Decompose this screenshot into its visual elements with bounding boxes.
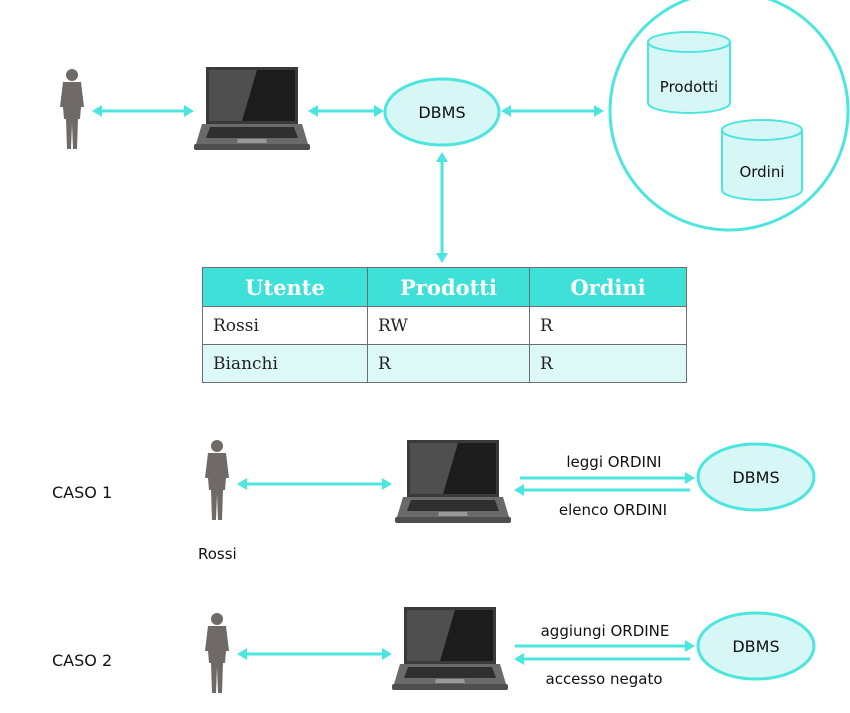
table-row: Rossi RW R	[202, 306, 687, 345]
arrowhead-icon	[501, 105, 511, 117]
dbms-node	[696, 442, 816, 512]
table-row: Bianchi R R	[202, 344, 687, 383]
database-icon	[721, 119, 803, 201]
request-label: aggiungi ORDINE	[541, 622, 670, 640]
case-label: CASO 2	[52, 651, 112, 670]
arrowhead-icon	[382, 478, 392, 490]
column-header: Ordini	[529, 267, 687, 307]
response-label: accesso negato	[546, 670, 663, 688]
column-header: Utente	[202, 267, 368, 307]
person-icon	[205, 613, 229, 693]
arrowhead-icon	[374, 105, 384, 117]
table-cell: R	[529, 306, 687, 345]
table-header-row: Utente Prodotti Ordini	[202, 267, 687, 307]
case-1: CASO 1 Rossi leggi ORDINI elenco ORDINI …	[52, 440, 816, 563]
case-label: CASO 1	[52, 483, 112, 502]
arrowhead-icon	[92, 105, 102, 117]
database-icon	[647, 31, 731, 114]
database-label-prodotti: Prodotti	[660, 78, 718, 96]
dbms-label: DBMS	[732, 637, 779, 656]
arrowhead-icon	[594, 105, 604, 117]
laptop-icon	[395, 440, 511, 523]
table-cell: RW	[367, 306, 530, 345]
case-2: CASO 2 aggiungi ORDINE accesso negato DB…	[52, 607, 816, 693]
arrowhead-icon	[436, 253, 448, 263]
dbms-node	[696, 611, 816, 681]
arrowhead-icon	[436, 152, 448, 162]
user-name: Rossi	[198, 545, 237, 563]
arrowhead-icon	[685, 472, 695, 484]
arrowhead-icon	[308, 105, 318, 117]
person-icon	[60, 69, 84, 149]
arrowhead-icon	[685, 640, 695, 652]
arrowhead-icon	[514, 653, 524, 665]
column-header: Prodotti	[367, 267, 530, 307]
database-label-ordini: Ordini	[739, 163, 784, 181]
dbms-label: DBMS	[732, 468, 779, 487]
arrowhead-icon	[514, 484, 524, 496]
permissions-table: Utente Prodotti Ordini Rossi RW R Bianch…	[202, 267, 687, 383]
request-label: leggi ORDINI	[566, 453, 661, 471]
table-cell: Bianchi	[202, 344, 368, 383]
arrowhead-icon	[237, 478, 247, 490]
table-cell: Rossi	[202, 306, 368, 345]
laptop-icon	[392, 607, 508, 690]
dbms-label: DBMS	[418, 103, 465, 122]
response-label: elenco ORDINI	[559, 501, 667, 519]
laptop-icon	[194, 67, 310, 150]
table-cell: R	[529, 344, 687, 383]
top-section: DBMS Prodotti Ordini	[60, 0, 850, 263]
arrowhead-icon	[382, 648, 392, 660]
person-icon	[205, 440, 229, 520]
arrowhead-icon	[237, 648, 247, 660]
dbms-node	[383, 77, 501, 147]
arrowhead-icon	[184, 105, 194, 117]
table-cell: R	[367, 344, 530, 383]
